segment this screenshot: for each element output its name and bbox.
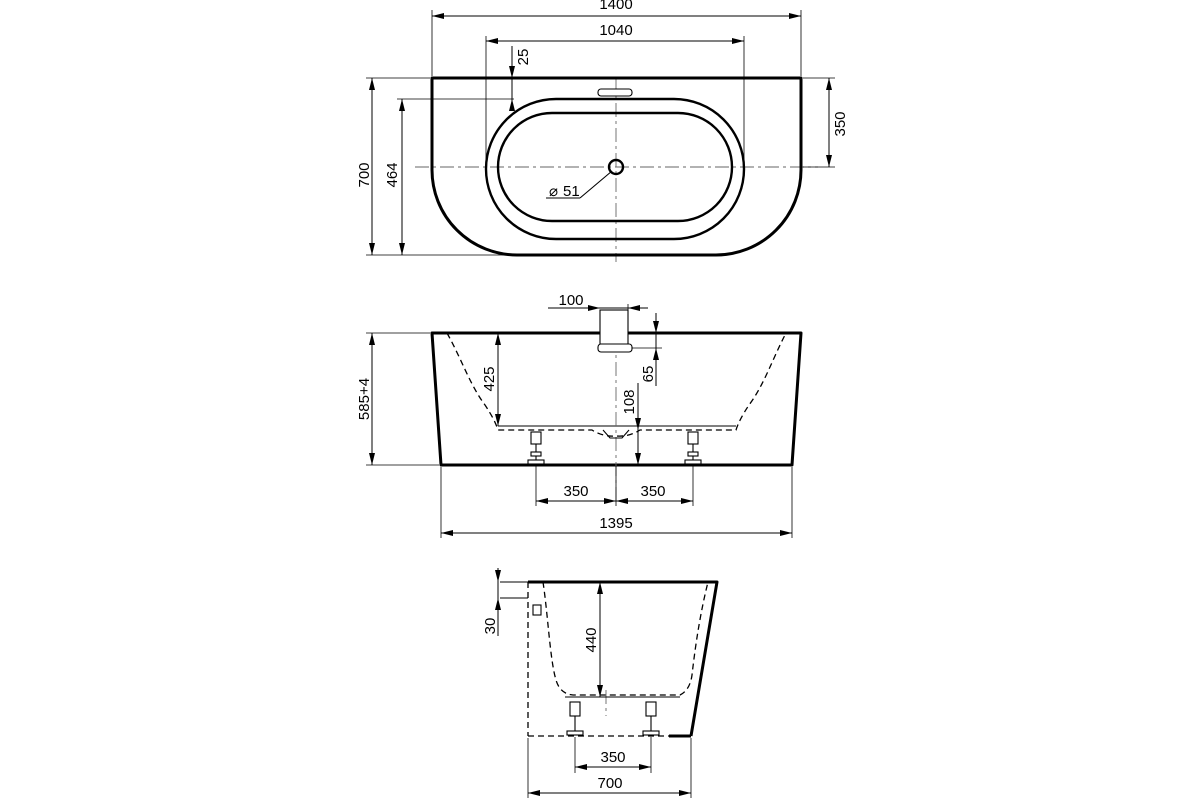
dim-overall-length: 1400 (599, 0, 632, 13)
dim-rim-thickness: 30 (482, 618, 499, 635)
top-overflow (597, 88, 633, 97)
front-foot-left (527, 431, 545, 465)
top-drain (607, 158, 625, 176)
arrow (635, 453, 641, 465)
arrow (495, 570, 501, 582)
dim-rim-offset: 25 (515, 49, 532, 66)
arrow (486, 38, 498, 44)
arrow (604, 498, 616, 504)
dim-drain-height: 108 (621, 389, 638, 414)
drain-diameter-symbol: ⌀ (549, 183, 558, 200)
front-overflow-cap (597, 343, 633, 353)
arrow (653, 348, 659, 360)
side-overflow (532, 604, 542, 616)
arrow (399, 99, 405, 111)
arrow (597, 685, 603, 697)
arrow (826, 78, 832, 90)
arrow (653, 321, 659, 333)
arrow (732, 38, 744, 44)
arrow (369, 453, 375, 465)
arrow (780, 530, 792, 536)
front-outer-outline (430, 331, 803, 467)
arrow (616, 498, 628, 504)
arrow (509, 66, 515, 78)
arrow (369, 333, 375, 345)
front-overflow-body (599, 309, 629, 349)
dim-back-depth: 350 (832, 111, 849, 136)
arrow (399, 243, 405, 255)
arrow (495, 414, 501, 426)
arrow (441, 530, 453, 536)
dim-overflow-width: 100 (558, 292, 583, 309)
dim-total-height: 585+4 (356, 378, 373, 420)
front-view: 100 65 425 585+4 108 350 3 (356, 292, 803, 538)
arrow (369, 243, 375, 255)
arrow (639, 764, 651, 770)
dim-foot-spacing-right: 350 (640, 483, 665, 500)
arrow (495, 333, 501, 345)
top-basin (496, 111, 734, 223)
arrow (528, 790, 540, 796)
arrow (826, 155, 832, 167)
dim-depth-total: 700 (356, 162, 373, 187)
dim-overflow-drop: 65 (640, 366, 657, 383)
arrow (536, 498, 548, 504)
top-outer-outline (430, 76, 803, 257)
arrow (635, 418, 641, 430)
side-foot-left (566, 701, 584, 736)
front-drain (602, 429, 630, 439)
dim-side-foot-spacing: 350 (600, 749, 625, 766)
dim-front-inner-depth: 425 (481, 366, 498, 391)
dim-side-width: 700 (597, 775, 622, 792)
front-basin-outline (446, 332, 787, 437)
side-view: 30 440 350 700 (482, 568, 719, 798)
front-foot-right (684, 431, 702, 465)
arrow (679, 790, 691, 796)
side-basin-outline (542, 581, 709, 696)
arrow (509, 99, 515, 111)
arrow (495, 598, 501, 610)
top-view: ⌀ 51 1400 1040 25 700 464 (356, 0, 849, 262)
dim-foot-spacing-left: 350 (563, 483, 588, 500)
dim-inner-depth: 464 (384, 162, 401, 187)
arrow (369, 78, 375, 90)
dim-inner-length: 1040 (599, 22, 632, 39)
side-foot-right (642, 701, 660, 736)
arrow (432, 13, 444, 19)
drain-leader (579, 170, 613, 199)
dim-base-length: 1395 (599, 515, 632, 532)
arrow (789, 13, 801, 19)
arrow (588, 305, 600, 311)
drain-diameter-label: 51 (563, 183, 580, 200)
dim-side-inner-depth: 440 (583, 627, 600, 652)
side-outer-outline (528, 580, 719, 737)
arrow (597, 582, 603, 594)
arrow (575, 764, 587, 770)
arrow (681, 498, 693, 504)
arrow (628, 305, 640, 311)
